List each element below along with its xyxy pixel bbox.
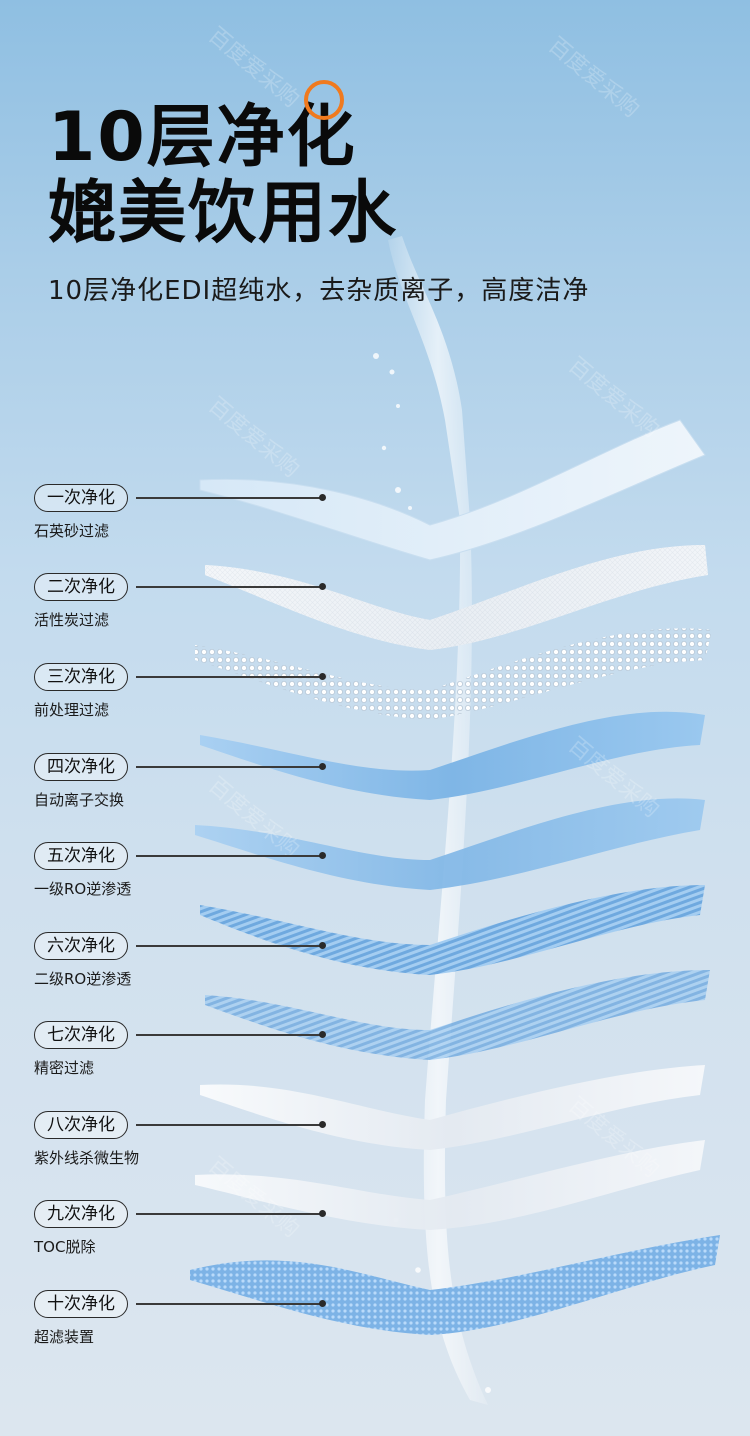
- leader-line: [136, 1300, 326, 1307]
- stage-description: TOC脱除: [34, 1238, 96, 1256]
- leader-line: [136, 942, 326, 949]
- title-line-1: 10层净化: [48, 98, 357, 177]
- stage-badge: 八次净化: [34, 1111, 128, 1139]
- stage-badge: 十次净化: [34, 1290, 128, 1318]
- stage-badge: 九次净化: [34, 1200, 128, 1228]
- stage-badge: 三次净化: [34, 663, 128, 691]
- stage-description: 前处理过滤: [34, 701, 110, 719]
- stage-description: 精密过滤: [34, 1059, 95, 1077]
- leader-line: [136, 1031, 326, 1038]
- leader-line: [136, 1121, 326, 1128]
- page-title: 10层净化 媲美饮用水: [48, 100, 398, 252]
- stage-badge: 六次净化: [34, 932, 128, 960]
- leader-line: [136, 1210, 326, 1217]
- stage-badge: 四次净化: [34, 753, 128, 781]
- leader-line: [136, 673, 326, 680]
- stage-description: 石英砂过滤: [34, 522, 110, 540]
- title-line-2: 媲美饮用水: [48, 174, 399, 253]
- stage-description: 自动离子交换: [34, 791, 125, 809]
- layer-label-5: 五次净化 一级RO逆渗透: [34, 842, 326, 899]
- layer-label-4: 四次净化 自动离子交换: [34, 753, 326, 810]
- stage-badge: 二次净化: [34, 573, 128, 601]
- stage-badge: 七次净化: [34, 1021, 128, 1049]
- layer-label-1: 一次净化 石英砂过滤: [34, 484, 326, 541]
- page-subtitle: 10层净化EDI超纯水，去杂质离子，高度洁净: [48, 276, 590, 306]
- leader-line: [136, 583, 326, 590]
- stage-description: 一级RO逆渗透: [34, 880, 132, 898]
- layer-label-7: 七次净化 精密过滤: [34, 1021, 326, 1078]
- layer-label-8: 八次净化 紫外线杀微生物: [34, 1111, 326, 1168]
- layer-label-2: 二次净化 活性炭过滤: [34, 573, 326, 630]
- leader-line: [136, 852, 326, 859]
- layer-label-6: 六次净化 二级RO逆渗透: [34, 932, 326, 989]
- stage-badge: 一次净化: [34, 484, 128, 512]
- layer-label-9: 九次净化 TOC脱除: [34, 1200, 326, 1257]
- stage-badge: 五次净化: [34, 842, 128, 870]
- stage-description: 二级RO逆渗透: [34, 970, 132, 988]
- leader-line: [136, 763, 326, 770]
- layer-label-10: 十次净化 超滤装置: [34, 1290, 326, 1347]
- stage-description: 紫外线杀微生物: [34, 1149, 140, 1167]
- layer-label-3: 三次净化 前处理过滤: [34, 663, 326, 720]
- stage-description: 活性炭过滤: [34, 611, 110, 629]
- accent-circle-icon: [304, 80, 344, 120]
- leader-line: [136, 494, 326, 501]
- stage-description: 超滤装置: [34, 1328, 95, 1346]
